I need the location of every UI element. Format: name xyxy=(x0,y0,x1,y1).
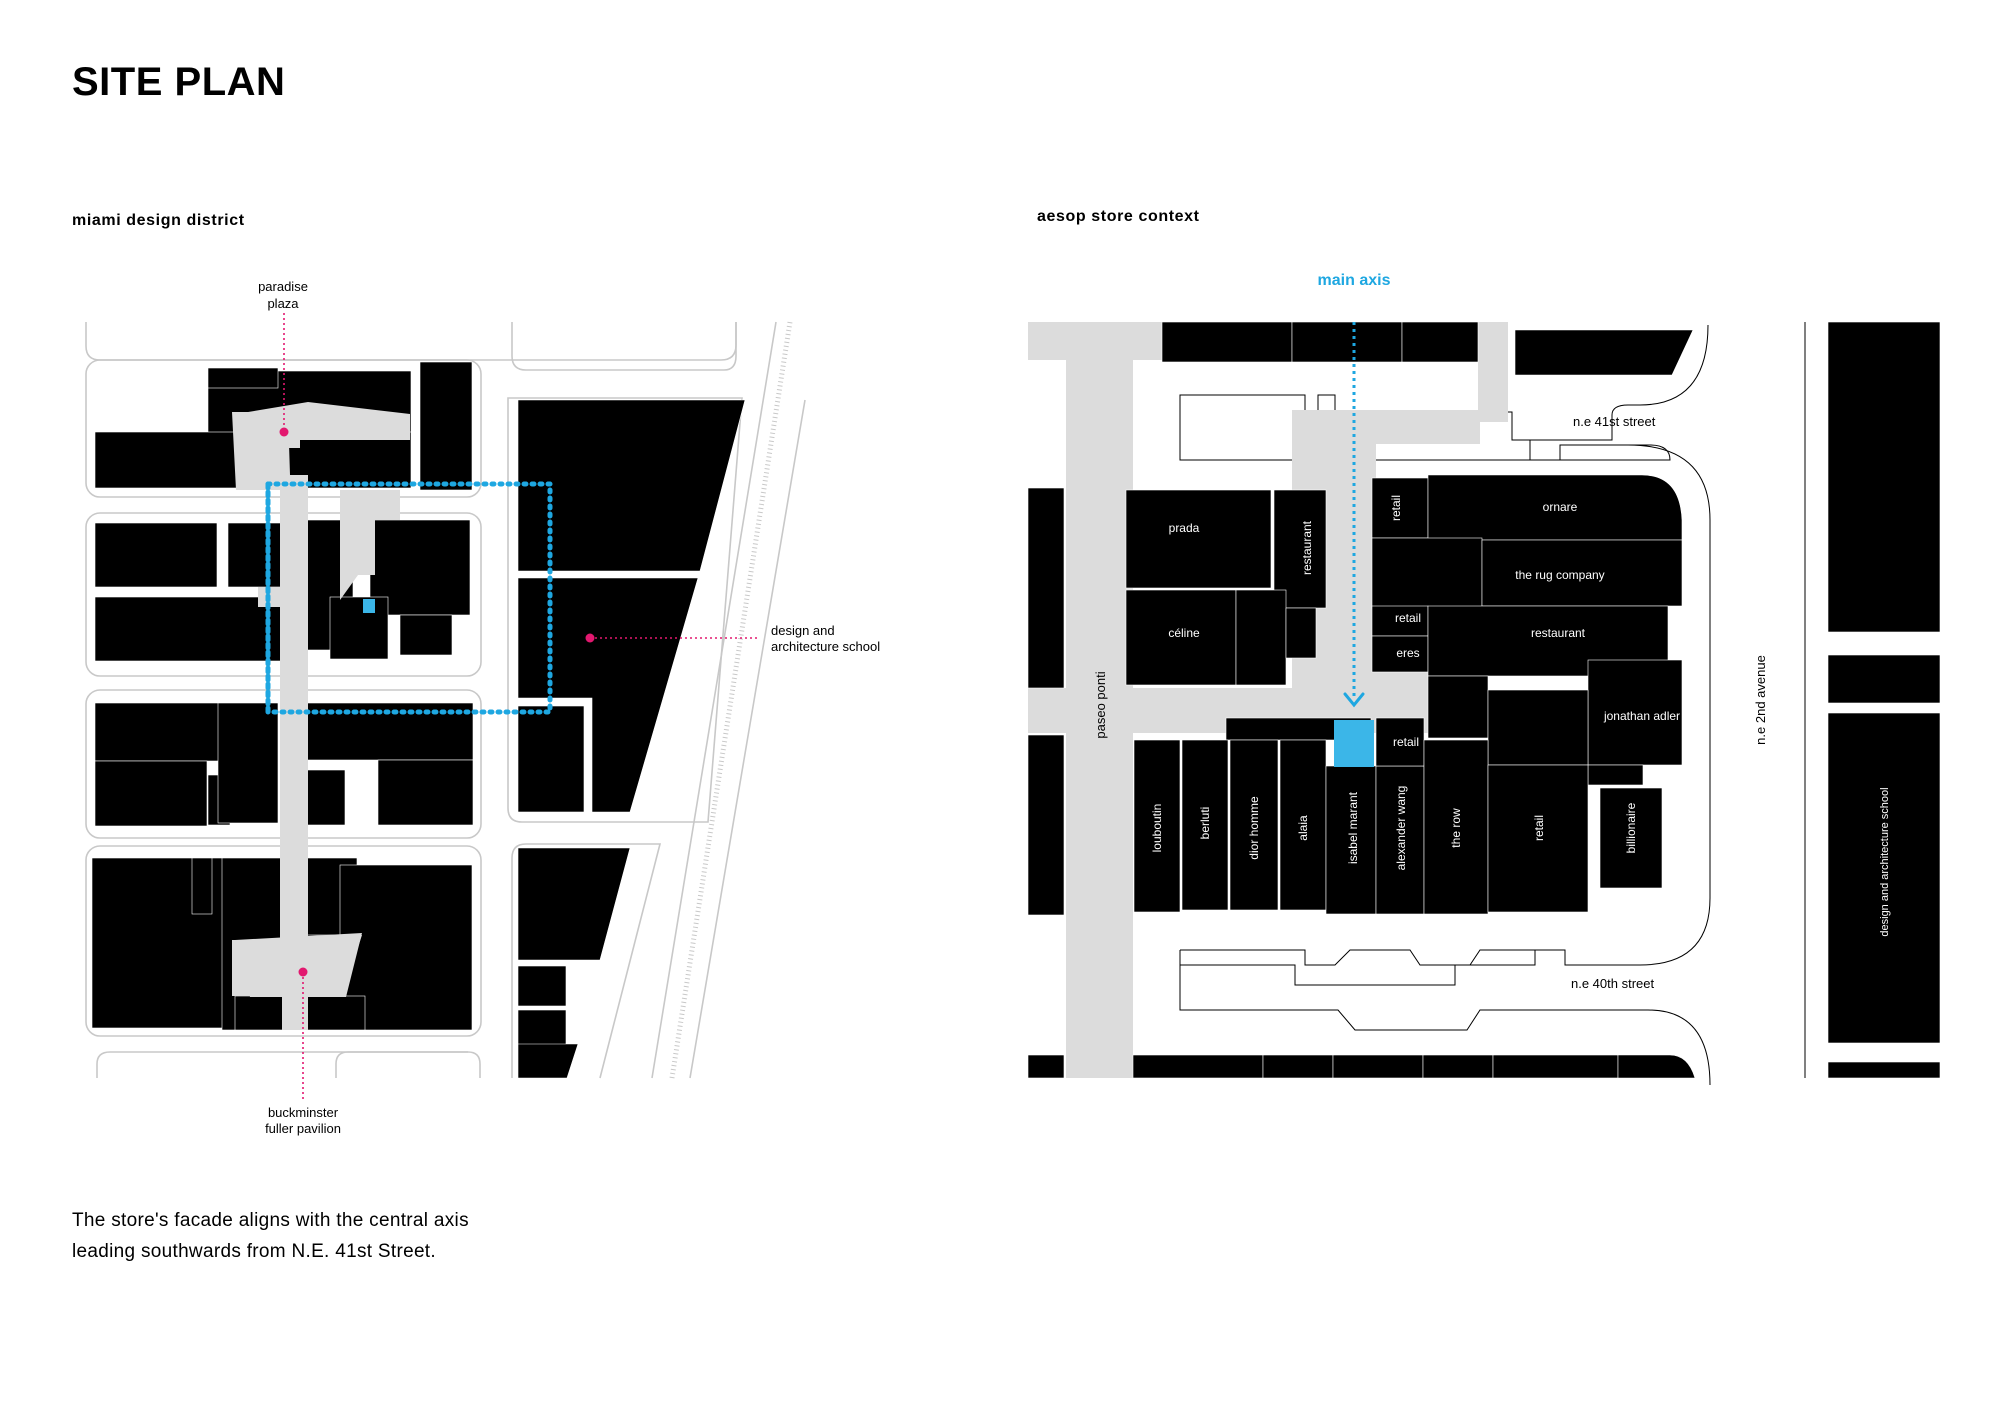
street-ne41: n.e 41st street xyxy=(1573,414,1656,429)
store-isabel-marant xyxy=(1325,765,1377,915)
label-celine: céline xyxy=(1168,626,1200,640)
east-blocks xyxy=(517,399,746,1079)
label-paradise-2: plaza xyxy=(267,296,299,311)
label-retail-3: retail xyxy=(1532,815,1546,841)
street-outlines xyxy=(1179,322,1806,1086)
label-billionaire: billionaire xyxy=(1624,802,1638,853)
left-map-subtitle: miami design district xyxy=(72,212,245,229)
aesop-store xyxy=(1334,720,1374,767)
store-alaia xyxy=(1279,739,1327,911)
label-berluti: berluti xyxy=(1198,807,1212,840)
store-berluti xyxy=(1181,739,1229,911)
label-buckminster-2: fuller pavilion xyxy=(265,1121,341,1136)
store-retail-v xyxy=(1371,477,1429,539)
store-louboutin xyxy=(1133,739,1181,913)
store-labels: prada céline restaurant retail ornare th… xyxy=(1150,495,1891,937)
store-dior-homme xyxy=(1229,739,1279,911)
store-ornare xyxy=(1427,474,1683,541)
store-retail-2 xyxy=(1375,717,1425,767)
label-rug-company: the rug company xyxy=(1515,568,1604,582)
district-loop xyxy=(265,481,553,715)
caption-line-2: leading southwards from N.E. 41st Street… xyxy=(72,1241,436,1262)
pin-school xyxy=(585,633,595,643)
label-buckminster-1: buckminster xyxy=(268,1105,339,1120)
label-alexander-wang: alexander wang xyxy=(1394,786,1408,871)
label-the-row: the row xyxy=(1449,808,1463,848)
north-row xyxy=(1161,321,1941,1079)
label-retail-1: retail xyxy=(1395,611,1421,625)
label-school-1: design and xyxy=(771,623,835,638)
street-ne2: n.e 2nd avenue xyxy=(1753,655,1768,745)
label-ornare: ornare xyxy=(1543,500,1578,514)
aesop-store-marker xyxy=(363,599,375,613)
block-2 xyxy=(94,519,471,662)
street-paseo: paseo ponti xyxy=(1093,671,1108,738)
store-jonathan-adler xyxy=(1587,659,1683,766)
label-dior-homme: dior homme xyxy=(1247,796,1261,860)
label-jonathan-adler: jonathan adler xyxy=(1603,709,1680,723)
label-louboutin: louboutin xyxy=(1150,804,1164,853)
block-east xyxy=(1371,474,1683,786)
store-the-row xyxy=(1423,739,1489,915)
main-axis-arrow xyxy=(1343,322,1365,708)
store-context-map: main axis n.e 41st street n.e 40th stree… xyxy=(1027,272,1941,1086)
store-prada xyxy=(1125,489,1272,589)
store-restaurant-v xyxy=(1273,489,1327,609)
store-retail-3 xyxy=(1487,764,1589,913)
label-prada: prada xyxy=(1169,521,1200,535)
street-labels: n.e 41st street n.e 40th street n.e 2nd … xyxy=(1093,414,1768,991)
label-restaurant-v: restaurant xyxy=(1300,520,1314,575)
bottom-row xyxy=(1027,1054,1696,1079)
main-axis-label: main axis xyxy=(1318,272,1391,289)
label-eres: eres xyxy=(1396,646,1419,660)
block-north xyxy=(94,361,473,491)
label-alaia: alaia xyxy=(1296,815,1310,841)
label-school-v: design and architecture school xyxy=(1879,787,1891,936)
caption-line-1: The store's facade aligns with the centr… xyxy=(72,1210,469,1231)
store-celine xyxy=(1125,589,1237,686)
store-billionaire xyxy=(1599,787,1663,889)
pin-buckminster xyxy=(298,967,308,977)
block-south-stores xyxy=(1133,717,1663,915)
store-alexander-wang xyxy=(1375,765,1425,915)
label-school-2: architecture school xyxy=(771,639,880,654)
pin-paradise-plaza xyxy=(279,427,289,437)
store-rug-company xyxy=(1481,539,1683,607)
pedestrian-spine xyxy=(232,402,410,1030)
west-strip xyxy=(1027,487,1065,1079)
label-retail-2: retail xyxy=(1393,735,1419,749)
store-retail-1 xyxy=(1371,605,1429,637)
street-ne40: n.e 40th street xyxy=(1571,976,1654,991)
label-isabel-marant: isabel marant xyxy=(1346,791,1360,864)
district-pins xyxy=(279,313,760,1100)
right-map-subtitle: aesop store context xyxy=(1037,208,1200,225)
district-labels: paradise plaza design and architecture s… xyxy=(258,279,880,1136)
label-paradise-1: paradise xyxy=(258,279,308,294)
label-retail-v: retail xyxy=(1389,495,1403,521)
caption: The store's facade aligns with the centr… xyxy=(72,1205,512,1267)
store-eres xyxy=(1371,635,1429,673)
page-title: SITE PLAN xyxy=(72,60,286,104)
block-prada-celine xyxy=(1125,489,1327,686)
label-restaurant: restaurant xyxy=(1531,626,1586,640)
district-map: paradise plaza design and architecture s… xyxy=(85,279,880,1136)
